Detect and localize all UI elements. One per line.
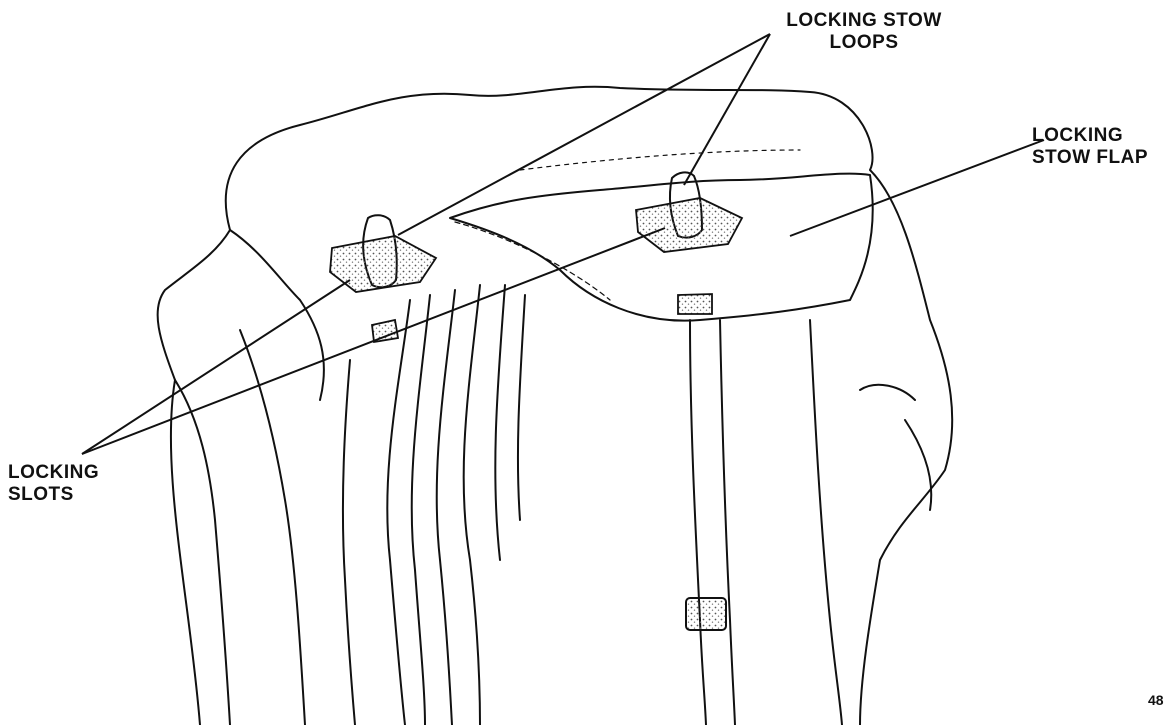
locking-slot-right — [636, 198, 742, 252]
label-locking-stow-loops-line1: LOCKING STOW — [764, 10, 964, 32]
label-locking-stow-flap: LOCKING STOW FLAP — [1032, 125, 1176, 169]
label-locking-stow-loops: LOCKING STOW LOOPS — [764, 10, 964, 54]
leader-flap — [790, 140, 1044, 236]
label-locking-slots-line2: SLOTS — [8, 484, 158, 506]
label-locking-slots-line1: LOCKING — [8, 462, 158, 484]
leader-slots-left — [82, 280, 350, 454]
label-locking-stow-flap-line1: LOCKING — [1032, 125, 1176, 147]
label-locking-stow-loops-line2: LOOPS — [764, 32, 964, 54]
strap-tab — [686, 598, 726, 630]
figure-number: 48 — [1148, 692, 1164, 708]
canopy-folds — [387, 300, 410, 725]
label-locking-stow-flap-line2: STOW FLAP — [1032, 147, 1176, 169]
label-locking-slots: LOCKING SLOTS — [8, 462, 158, 506]
pack-outline — [158, 87, 953, 725]
